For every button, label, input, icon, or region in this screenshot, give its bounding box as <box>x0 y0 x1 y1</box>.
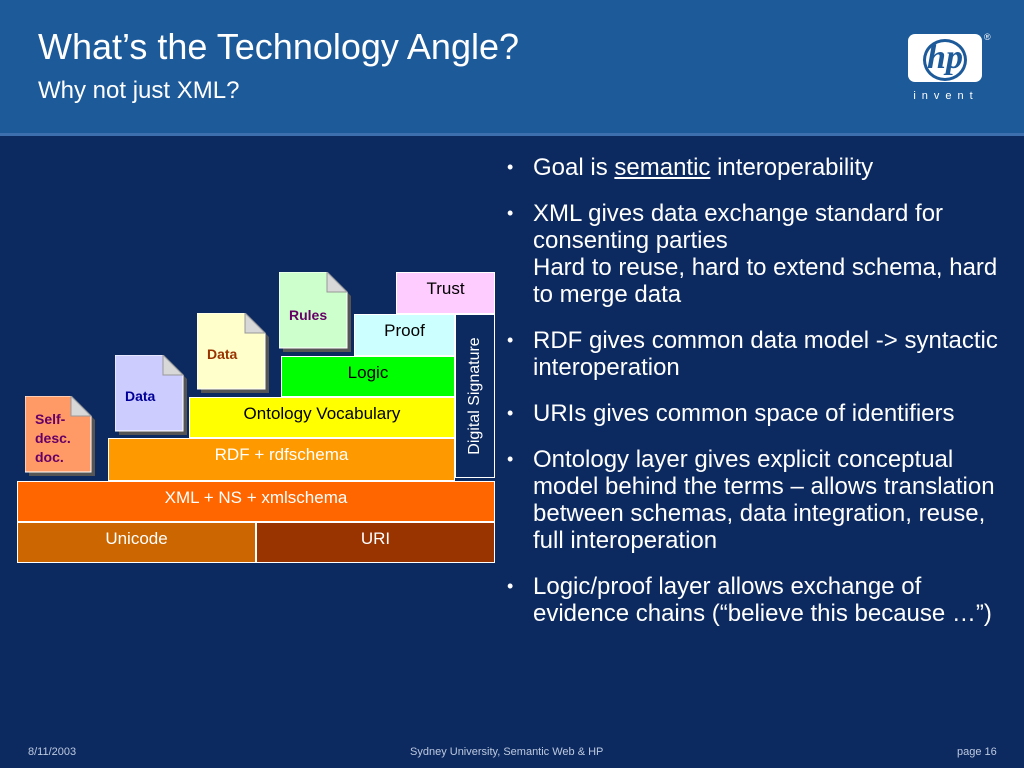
bullet-line: Hard to reuse, hard to extend schema, ha… <box>533 254 998 308</box>
layer-uri: URI <box>256 522 495 563</box>
page-icon-label: Data <box>207 345 237 364</box>
page-icon-label-line: Data <box>207 346 238 362</box>
page-icon-label-line: Rules <box>289 307 328 323</box>
slide-title: What’s the Technology Angle? <box>38 26 520 67</box>
bullet-text: Ontology layer gives explicit conceptual… <box>533 446 995 554</box>
layer-uri-label: URI <box>360 529 391 548</box>
layer-rdf: RDF + rdfschema <box>108 438 455 481</box>
layer-ontology: Ontology Vocabulary <box>189 397 455 438</box>
bullet-text: interoperability <box>710 154 874 181</box>
page-icon-label: Data <box>125 387 155 406</box>
layer-unicode: Unicode <box>17 522 256 563</box>
bullet-text: Logic/proof layer allows exchange of evi… <box>533 573 992 627</box>
bullet-item: Logic/proof layer allows exchange of evi… <box>505 573 1010 627</box>
slide-subtitle: Why not just XML? <box>38 77 240 104</box>
page-icon-rules: Rules <box>278 270 351 352</box>
header-divider <box>0 133 1024 136</box>
layer-trust-label: Trust <box>426 279 465 298</box>
bullet-text: RDF gives common data model -> syntactic… <box>533 327 998 381</box>
page-icon-self-desc: Self-desc. doc. <box>24 394 95 476</box>
hp-logo-tagline: invent <box>913 90 979 102</box>
bullet-item: XML gives data exchange standard for con… <box>505 200 1010 308</box>
layer-proof: Proof <box>354 314 455 356</box>
layer-proof-label: Proof <box>384 321 425 340</box>
bullet-item: Ontology layer gives explicit conceptual… <box>505 446 1010 554</box>
bullet-list: Goal is semantic interoperabilityXML giv… <box>505 154 1010 646</box>
page-icon-data-2: Data <box>196 311 269 393</box>
hp-logo-ring <box>923 39 967 81</box>
page-icon-shape <box>196 311 269 393</box>
page-icon-shape <box>24 394 95 476</box>
hp-logo-registered: ® <box>984 32 991 42</box>
layer-trust: Trust <box>396 272 495 314</box>
hp-logo: hp ® invent <box>902 32 991 104</box>
digital-signature-label: Digital Signature <box>466 337 483 455</box>
layer-xml-label: XML + NS + xmlschema <box>164 488 348 507</box>
footer-center: Sydney University, Semantic Web & HP <box>410 746 604 758</box>
layer-xml: XML + NS + xmlschema <box>17 481 495 522</box>
layer-unicode-label: Unicode <box>105 529 168 548</box>
layer-logic-label: Logic <box>347 363 389 382</box>
bullet-emphasis: semantic <box>614 154 711 181</box>
hp-logo-mark: hp <box>927 39 963 76</box>
layer-logic: Logic <box>281 356 455 397</box>
page-icon-label-line: Data <box>125 388 156 404</box>
bullet-line: XML gives data exchange standard for con… <box>533 200 944 254</box>
page-icon-label: Rules <box>289 306 327 325</box>
page-icon-shape <box>278 270 351 352</box>
bullet-text: URIs gives common space of identifiers <box>533 400 955 427</box>
bullet-item: URIs gives common space of identifiers <box>505 400 1010 427</box>
digital-signature-layer: Digital Signature <box>455 314 495 478</box>
footer-date: 8/11/2003 <box>28 746 77 758</box>
page-icon-label-line: desc. <box>35 430 71 446</box>
page-icon-label-line: Self- <box>35 411 66 427</box>
header-bar <box>0 0 1024 133</box>
bullet-text: Goal is <box>533 154 615 181</box>
footer-page: page 16 <box>957 746 997 758</box>
page-icon-shape <box>114 353 187 435</box>
page-icon-data-1: Data <box>114 353 187 435</box>
page-icon-label: Self-desc. doc. <box>35 410 71 467</box>
layer-rdf-label: RDF + rdfschema <box>214 445 349 464</box>
bullet-item: RDF gives common data model -> syntactic… <box>505 327 1010 381</box>
bullet-item: Goal is semantic interoperability <box>505 154 1010 181</box>
layer-ontology-label: Ontology Vocabulary <box>243 404 401 423</box>
page-icon-label-line: doc. <box>35 449 64 465</box>
